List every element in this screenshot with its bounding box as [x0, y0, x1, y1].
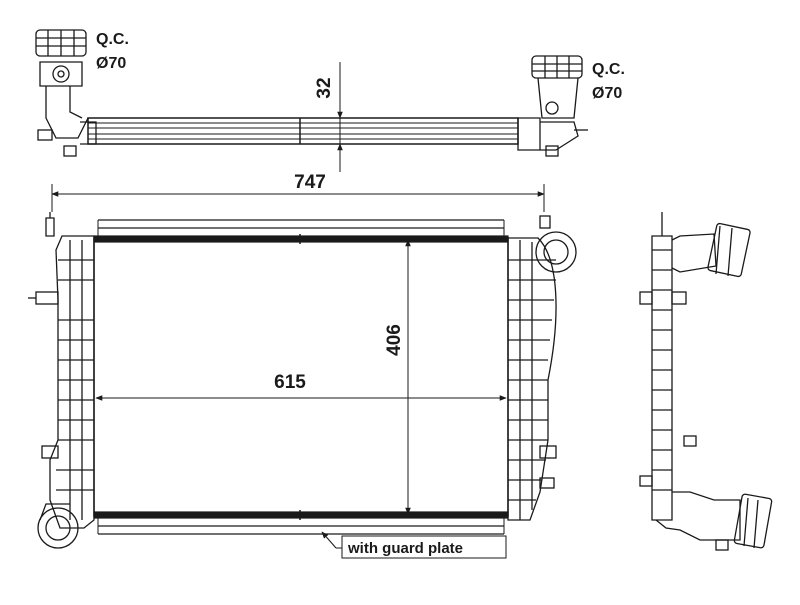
front-view: 406 615 with guard plate	[28, 212, 577, 559]
core-height-label: 406	[384, 324, 405, 356]
guard-plate-note: with guard plate	[347, 540, 463, 557]
overall-width-label: 747	[294, 172, 326, 193]
core-height-dimension: 406	[384, 239, 411, 515]
core-width-label: 615	[274, 372, 306, 393]
top-view-right-connector	[517, 55, 588, 157]
core-width-dimension: 615	[95, 372, 507, 401]
front-view-right-tank	[507, 215, 577, 521]
thickness-dimension: 32	[314, 62, 350, 172]
front-view-left-tank	[28, 212, 95, 549]
top-view: 32 Q.C. Ø70 Q.C. Ø70	[35, 29, 625, 172]
top-view-left-connector	[35, 29, 97, 157]
left-diameter-label: Ø70	[96, 55, 126, 72]
thickness-label: 32	[314, 77, 335, 98]
overall-width-dimension: 747	[51, 172, 545, 212]
right-diameter-label: Ø70	[592, 85, 622, 102]
top-view-core	[87, 117, 519, 145]
side-view	[639, 212, 773, 551]
left-qc-label: Q.C.	[96, 31, 129, 48]
guard-plate-callout: with guard plate	[321, 531, 507, 559]
right-qc-label: Q.C.	[592, 61, 625, 78]
